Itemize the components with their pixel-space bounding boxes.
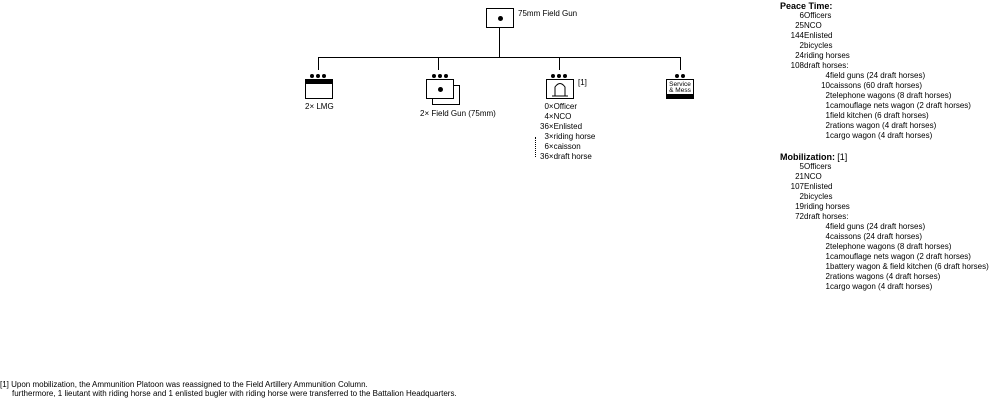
mob-title: Mobilization: [780, 152, 835, 162]
unit4-label-1: Service [669, 81, 691, 88]
unit2-dots [432, 72, 450, 80]
stat-row: 4×NCO [544, 112, 572, 121]
stat-row: 6×caisson [544, 142, 581, 151]
unit3-dots [551, 72, 569, 80]
peace-title: Peace Time: [780, 1, 833, 11]
unit1-caption: 2× LMG [305, 102, 334, 111]
hq-stem [499, 28, 500, 57]
stat-row: 0×Officer [544, 102, 577, 111]
unit2-symbol [426, 79, 454, 99]
hq-symbol [486, 8, 514, 28]
hq-label: 75mm Field Gun [518, 9, 578, 18]
stat-row: 36×Enlisted [540, 122, 583, 131]
footnote-line-1: [1] Upon mobilization, the Ammunition Pl… [0, 380, 368, 389]
ammunition-icon [552, 83, 568, 97]
tree-bar [318, 57, 681, 58]
unit3-footnote-ref: [1] [578, 78, 587, 87]
drop-1 [318, 57, 319, 70]
unit4-dots [675, 72, 687, 80]
unit1-dots [310, 72, 328, 80]
unit3-symbol [546, 79, 574, 99]
unit3-stats: 0×Officer 4×NCO 36×Enlisted 3×riding hor… [540, 102, 595, 162]
stat-row: 36×draft horse [540, 152, 592, 161]
unit4-symbol: Service & Mess [666, 79, 694, 99]
drop-2 [438, 57, 439, 70]
mob-title-row: Mobilization: [1] [780, 152, 847, 162]
footnote-line-2: furthermore, 1 lieutant with riding hors… [12, 389, 457, 398]
unit2-caption: 2× Field Gun (75mm) [420, 109, 496, 118]
hq-dot [498, 16, 503, 21]
drop-3 [559, 57, 560, 70]
drop-4 [680, 57, 681, 70]
stats-bracket [535, 137, 536, 157]
mob-note: [1] [837, 152, 848, 162]
unit4-label-2: & Mess [669, 87, 691, 94]
stat-row: 3×riding horse [544, 132, 596, 141]
unit1-symbol [305, 79, 333, 99]
